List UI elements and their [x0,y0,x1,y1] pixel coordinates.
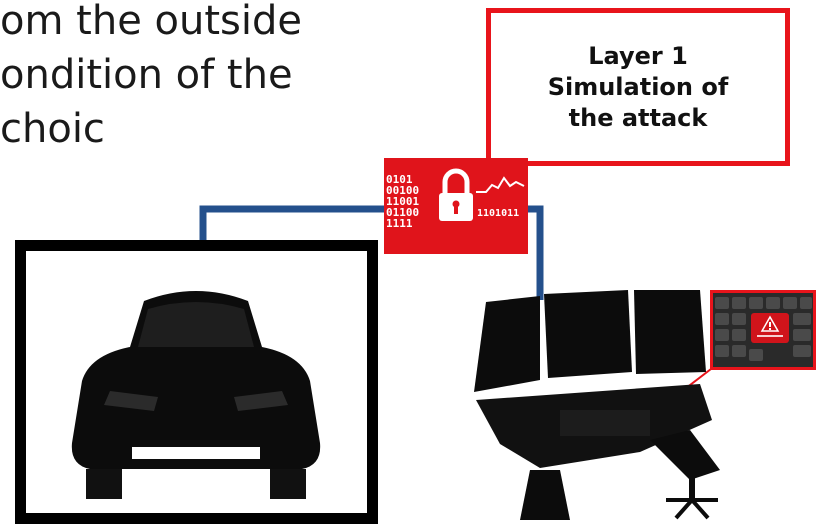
body-text-line-3: choic [0,106,105,152]
layer-subtitle-line-2: the attack [568,103,708,132]
connector-to-workstation [522,205,544,300]
car-frame [15,240,378,524]
body-text-line-2: ondition of the [0,52,293,98]
layer-title: Layer 1 [588,41,688,70]
attack-badge: 0101 00100 11001 01100 1111 1101011 [384,158,528,254]
padlock-icon [439,168,525,221]
body-text-line-1: om the outside [0,0,302,44]
signal-line-icon [476,176,525,193]
body-text: om the outside ondition of the choic [0,0,302,156]
keyboard-inset [710,290,816,370]
layer-subtitle-line-1: Simulation of [547,72,729,101]
binary-code-left: 0101 00100 11001 01100 1111 [386,173,420,230]
car-icon [71,291,321,499]
keyboard-callout-line [659,368,712,409]
keyboard-warning-icon [715,297,812,361]
binary-code-right: 1101011 [477,208,520,219]
layer-1-box: Layer 1 Simulation of the attack [486,8,790,166]
